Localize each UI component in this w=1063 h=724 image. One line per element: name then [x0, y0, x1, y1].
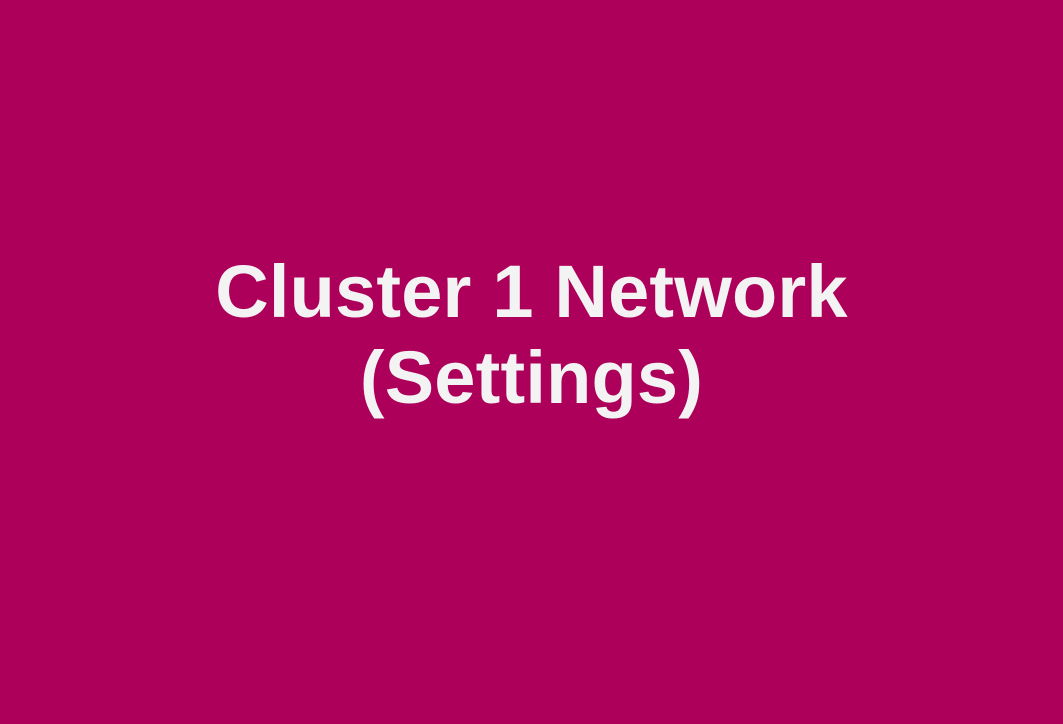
slide-title-line-1: Cluster 1 Network — [215, 250, 848, 333]
slide-title: Cluster 1 Network (Settings) — [0, 249, 1063, 421]
slide-title-line-2: (Settings) — [359, 336, 704, 419]
